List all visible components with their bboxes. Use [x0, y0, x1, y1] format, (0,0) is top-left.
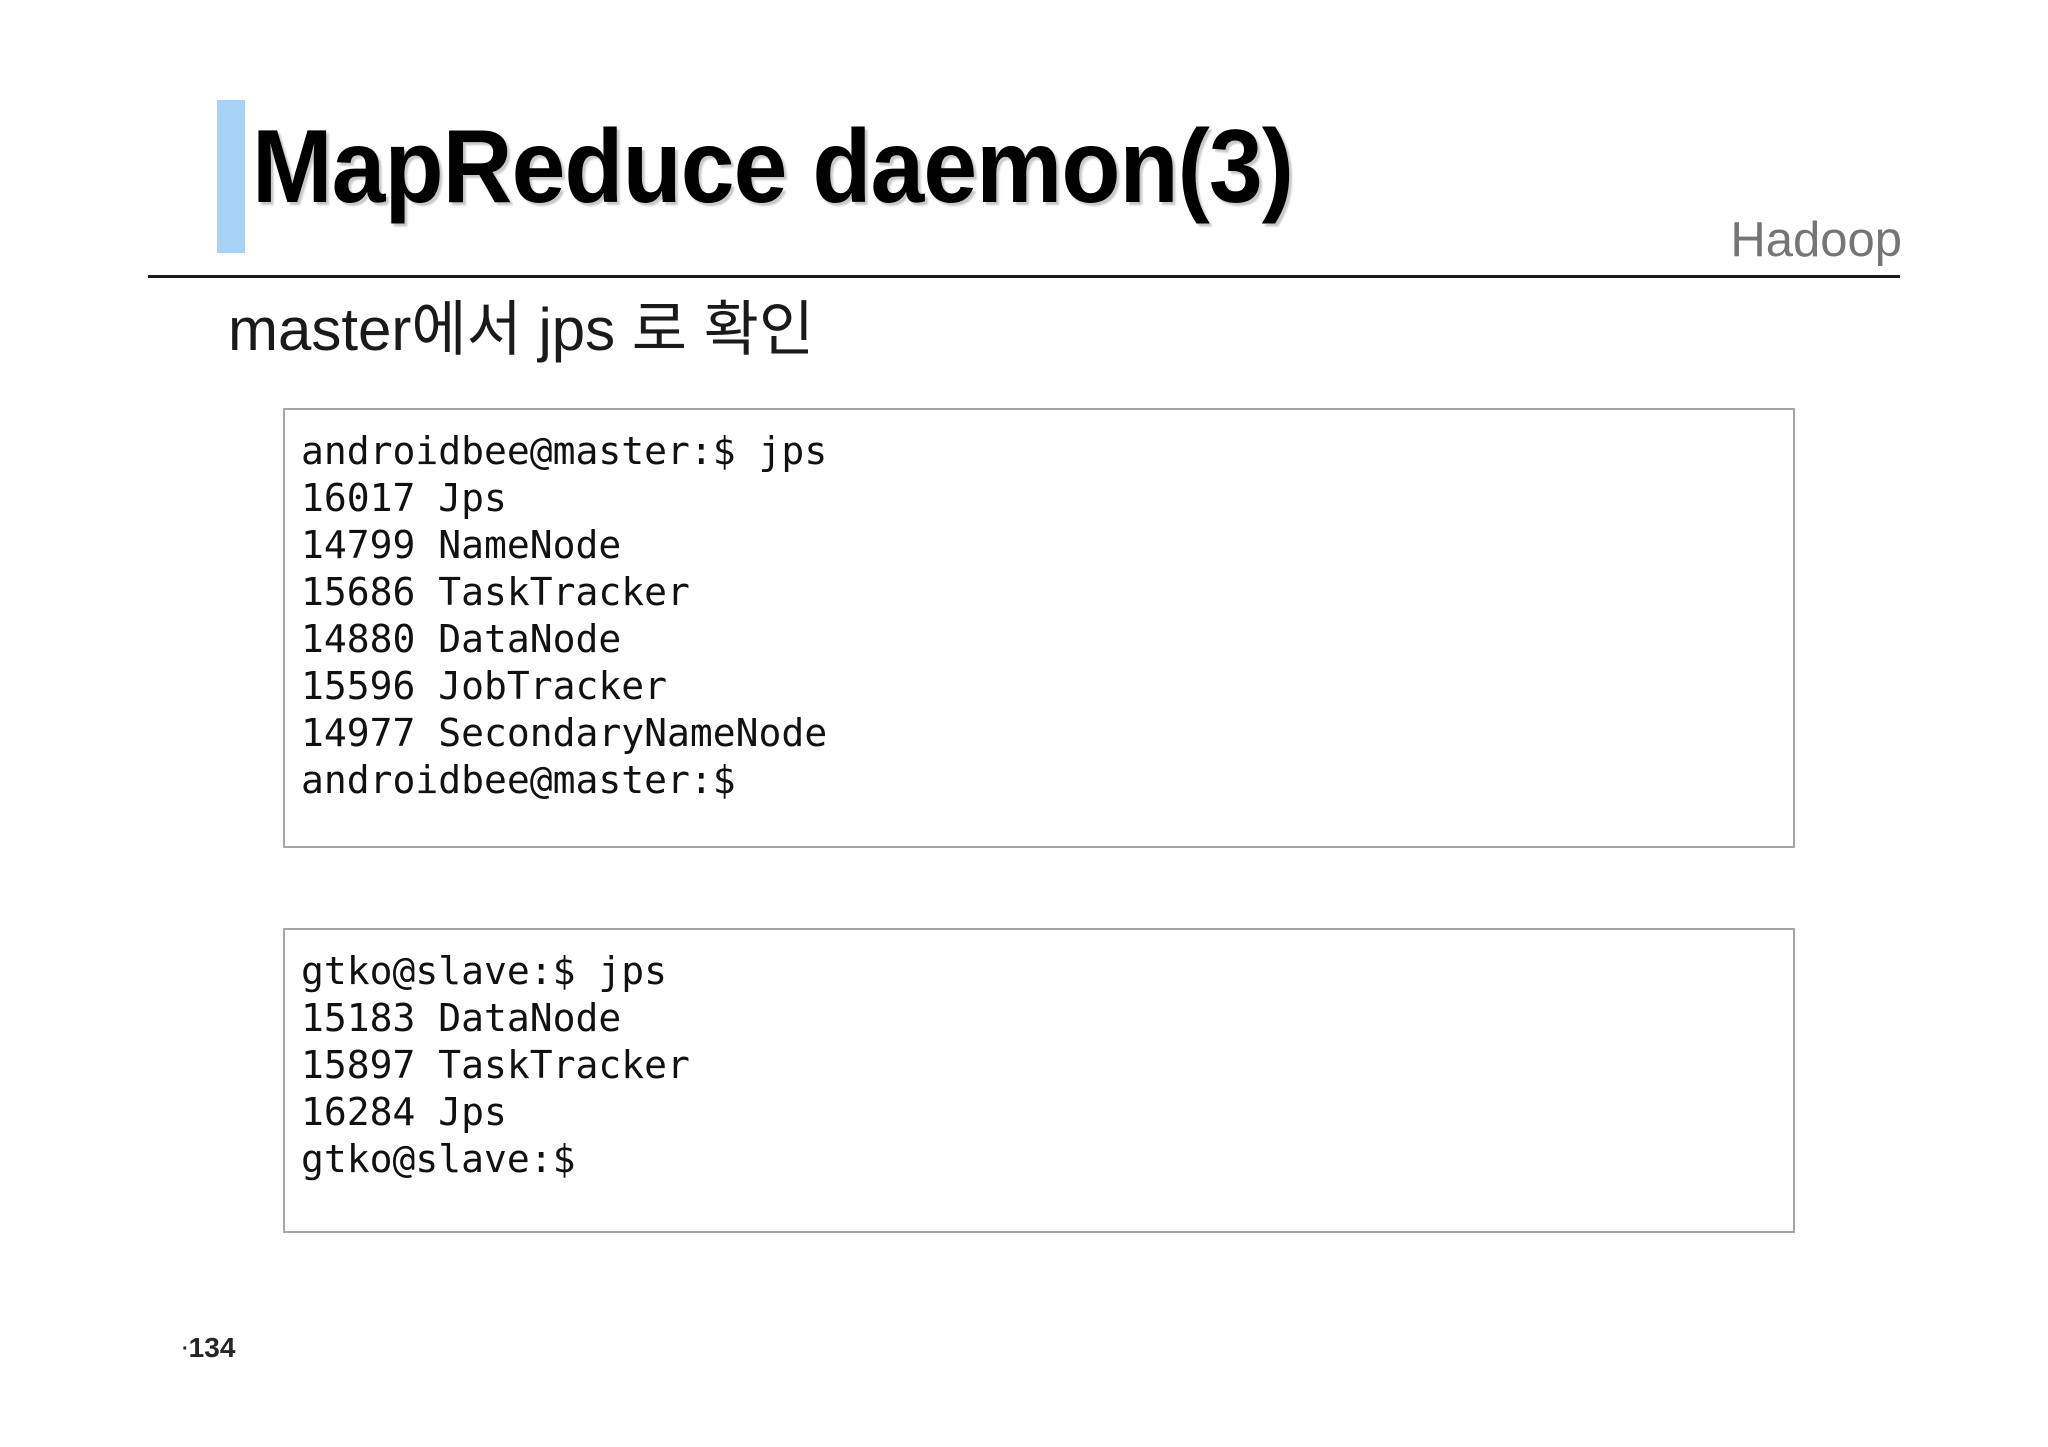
- terminal-line: androidbee@master:$: [301, 758, 736, 802]
- title-divider: [148, 275, 1900, 278]
- terminal-output-master: androidbee@master:$ jps 16017 Jps 14799 …: [283, 408, 1795, 848]
- subtitle-text: master에서 jps 로 확인: [228, 296, 815, 363]
- terminal-line: gtko@slave:$: [301, 1137, 576, 1181]
- page-number-value: 134: [188, 1332, 236, 1363]
- page-number-bullet: ·: [182, 1338, 189, 1360]
- terminal-output-slave: gtko@slave:$ jps 15183 DataNode 15897 Ta…: [283, 928, 1795, 1233]
- terminal-line: 16017 Jps: [301, 476, 507, 520]
- terminal-line: androidbee@master:$ jps: [301, 429, 828, 473]
- brand-label: Hadoop: [1730, 213, 1902, 267]
- terminal-line: 15183 DataNode: [301, 996, 622, 1040]
- terminal-line: 14880 DataNode: [301, 617, 622, 661]
- terminal-line: 15897 TaskTracker: [301, 1043, 690, 1087]
- terminal-line: 15686 TaskTracker: [301, 570, 690, 614]
- terminal-line: 14799 NameNode: [301, 523, 622, 567]
- terminal-line: gtko@slave:$ jps: [301, 949, 668, 993]
- page-title: MapReduce daemon(3): [252, 109, 1294, 225]
- terminal-line: 16284 Jps: [301, 1090, 507, 1134]
- title-accent-bar: [217, 100, 245, 253]
- terminal-line: 15596 JobTracker: [301, 664, 668, 708]
- page-number: ·134: [182, 1334, 235, 1362]
- terminal-line: 14977 SecondaryNameNode: [301, 711, 828, 755]
